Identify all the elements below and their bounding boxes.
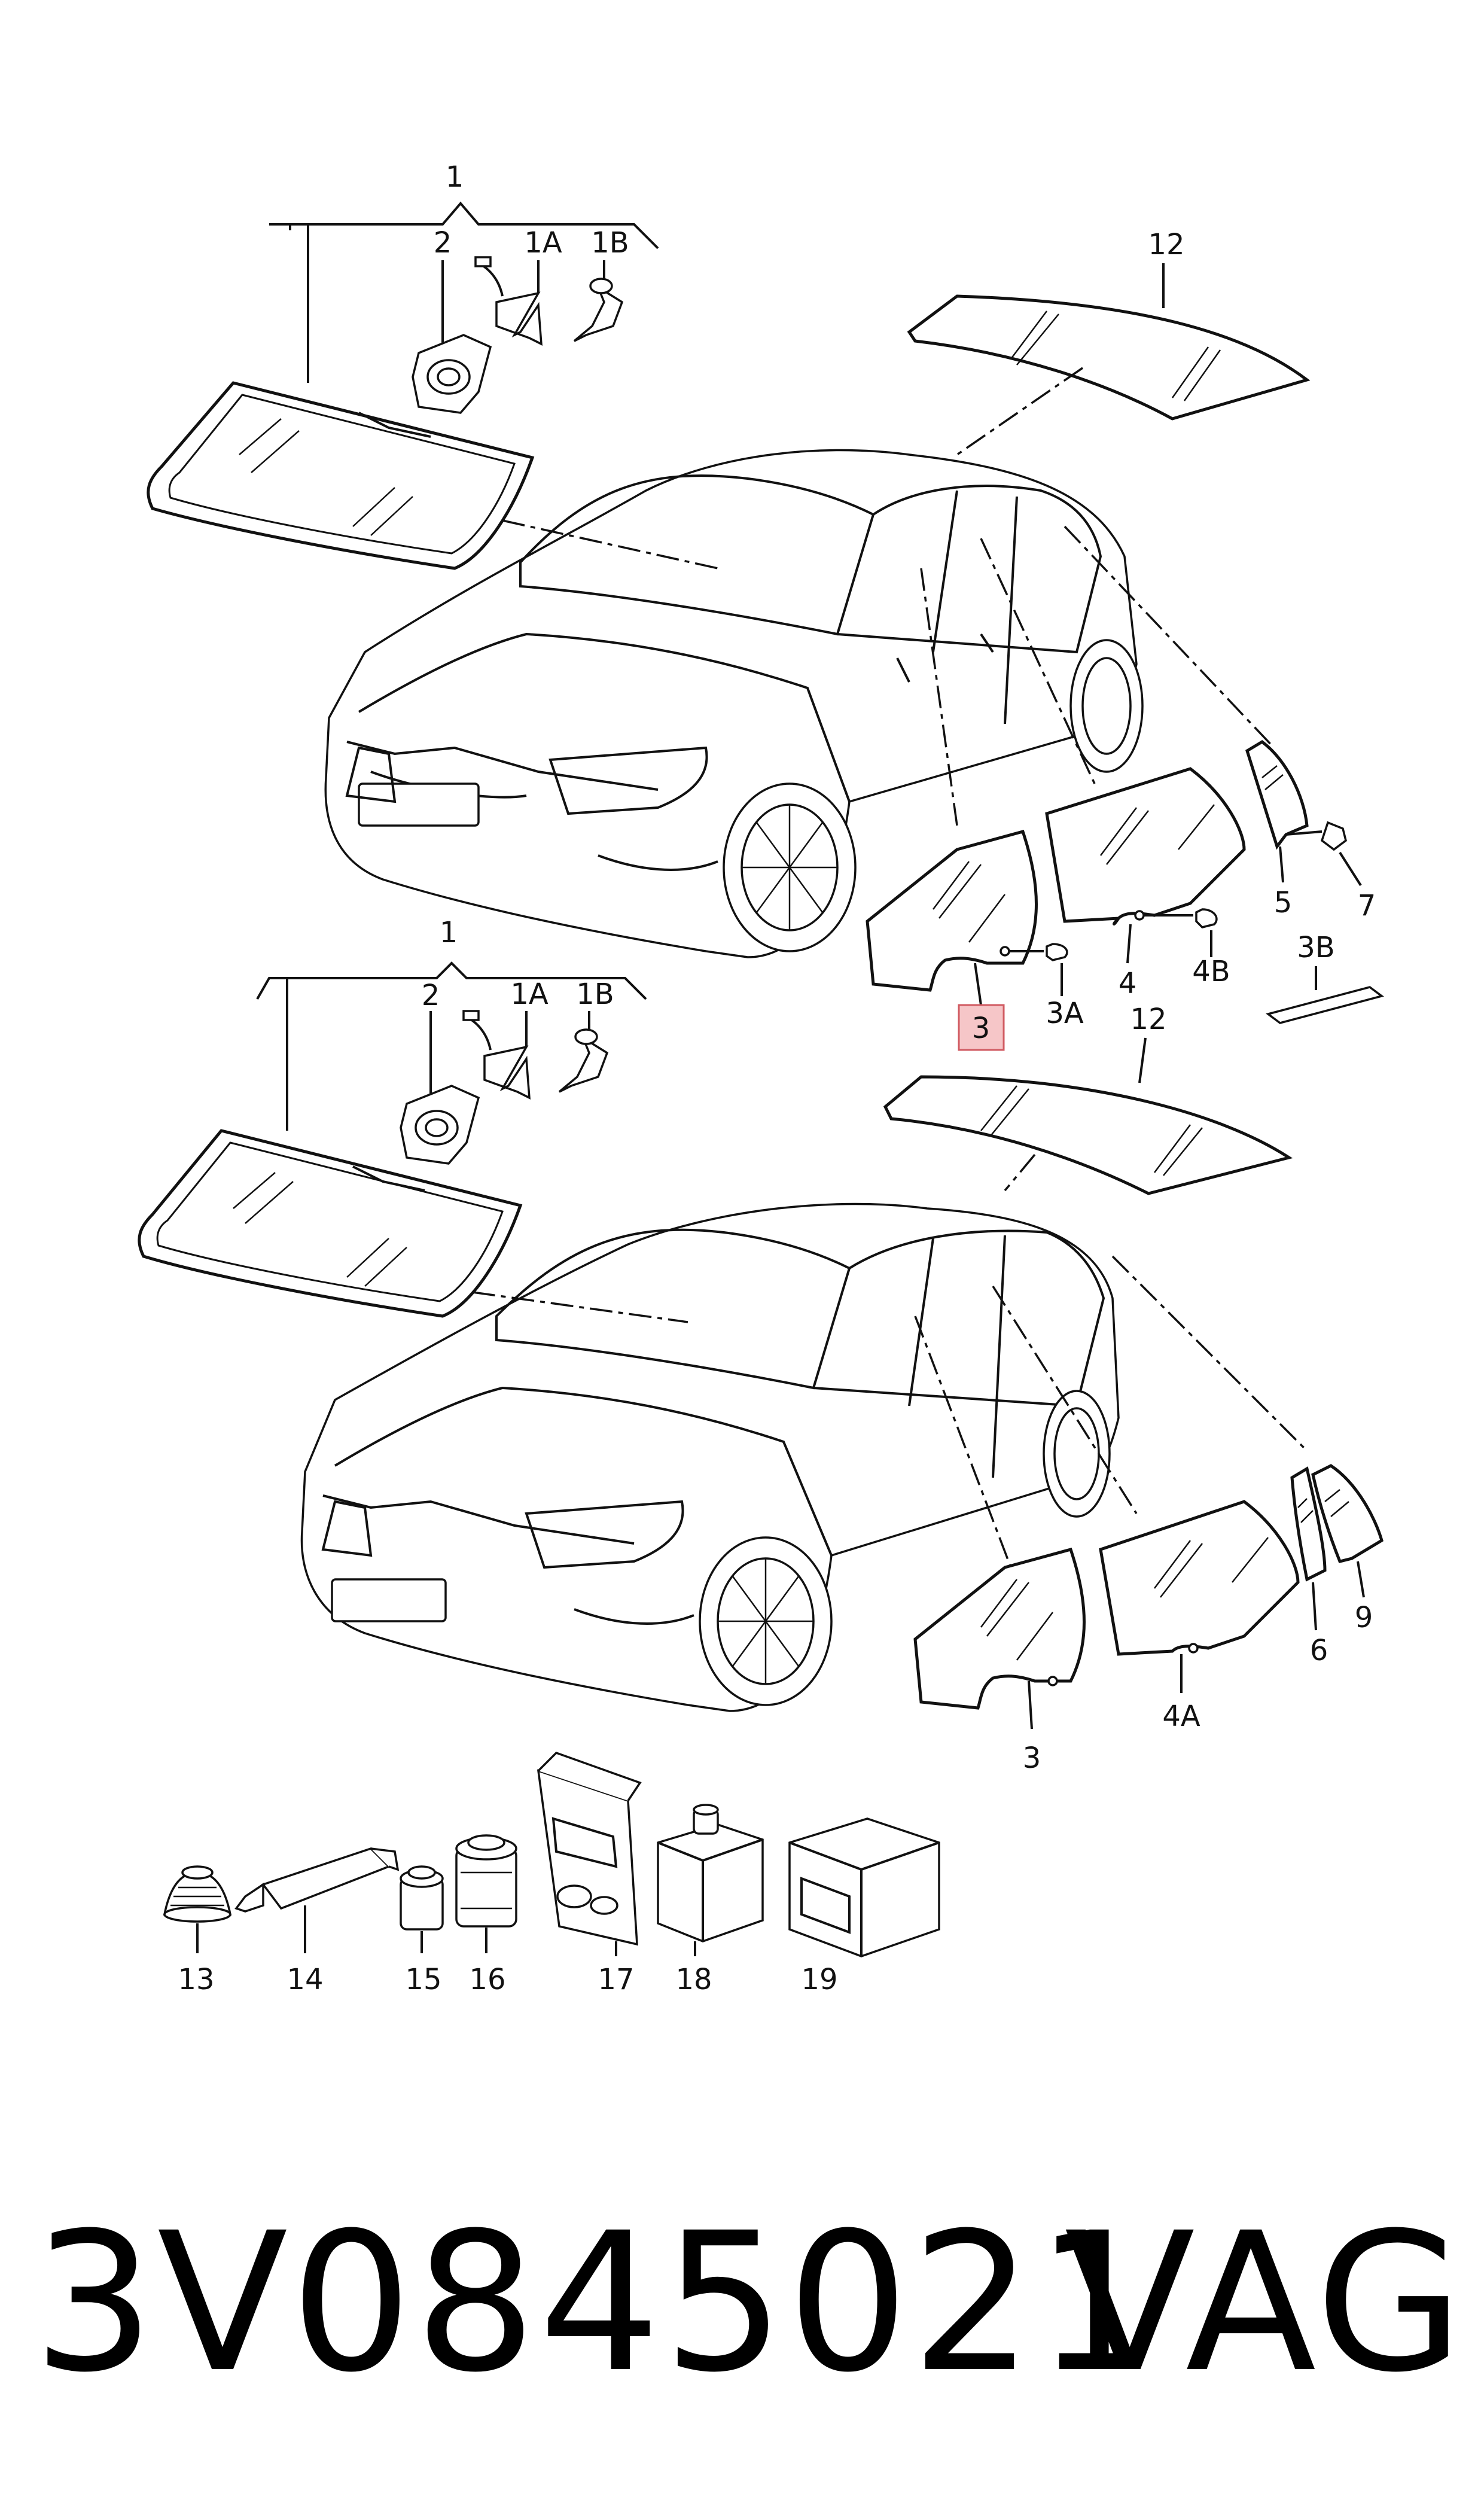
- part-1a-bracket: [495, 291, 543, 346]
- callout-2: 2: [434, 226, 452, 260]
- part-18-bottle: [657, 1823, 764, 1942]
- callout-3b: 3B: [1297, 931, 1334, 964]
- part-number: 3V0845021: [33, 2192, 1160, 2415]
- estate-car: [300, 1202, 1120, 1712]
- clip-4b: [1195, 908, 1218, 928]
- callout-1: 1: [446, 160, 464, 194]
- trim-strip-3b: [1266, 986, 1384, 1024]
- callout-1a: 1A: [524, 226, 562, 260]
- callout-18: 18: [675, 1963, 712, 1996]
- callout-12-estate: 12: [1130, 1003, 1166, 1036]
- part-1b-clip-estate: [558, 1035, 609, 1093]
- callout-5: 5: [1274, 886, 1293, 919]
- callout-6: 6: [1310, 1634, 1328, 1667]
- callout-3-estate: 3: [1023, 1741, 1041, 1775]
- windscreen-estate: [138, 1129, 523, 1318]
- accessories-group: 13 14 15 16 17 18: [163, 1751, 940, 1996]
- callout-9: 9: [1355, 1601, 1373, 1634]
- highlight-box: [958, 1004, 1005, 1051]
- callout-4: 4: [1119, 967, 1137, 1000]
- callout-12: 12: [1148, 228, 1184, 261]
- quarter-glass-9: [1311, 1464, 1384, 1563]
- brand-name: VAG: [1064, 2192, 1466, 2415]
- callout-13: 13: [178, 1963, 214, 1996]
- part-19-box: [788, 1817, 940, 1957]
- callout-17: 17: [598, 1963, 634, 1996]
- callout-1a-estate: 1A: [510, 978, 548, 1011]
- estate-group: 1 2 1A 1B 12: [138, 916, 1384, 1775]
- rear-door-glass: [1045, 767, 1246, 925]
- part-1b-clip: [573, 284, 624, 342]
- callout-19: 19: [801, 1963, 837, 1996]
- callout-bracket-1b: [256, 961, 647, 1000]
- part-14-tube: [261, 1847, 391, 1910]
- windscreen: [147, 381, 535, 570]
- callout-7: 7: [1358, 889, 1376, 922]
- callout-3-highlighted: 3: [972, 1012, 991, 1045]
- callout-2-estate: 2: [422, 979, 440, 1012]
- callout-16: 16: [469, 1963, 505, 1996]
- parts-diagram: 1 2 1A 1B 12: [138, 160, 1384, 1996]
- callout-4b: 4B: [1192, 955, 1230, 988]
- callout-3a: 3A: [1046, 997, 1084, 1030]
- callout-1-estate: 1: [440, 916, 458, 949]
- front-door-glass: [866, 829, 1038, 992]
- clip-3a: [1046, 943, 1068, 961]
- callout-1b: 1B: [591, 226, 629, 260]
- front-door-glass-estate: [913, 1547, 1086, 1710]
- rear-door-glass-estate: [1099, 1500, 1300, 1656]
- sedan-group: 1 2 1A 1B 12: [147, 160, 1384, 1051]
- sedan-car: [324, 449, 1144, 958]
- callout-1b-estate: 1B: [576, 978, 614, 1011]
- callout-bracket-1: [269, 201, 659, 249]
- clip-7: [1320, 821, 1347, 851]
- part-1a-bracket-estate: [483, 1045, 531, 1100]
- quarter-glass-6: [1290, 1466, 1327, 1582]
- callout-15: 15: [405, 1963, 441, 1996]
- callout-4a: 4A: [1162, 1700, 1200, 1733]
- rear-window: [907, 294, 1311, 421]
- callout-14: 14: [287, 1963, 323, 1996]
- quarter-glass-upper: [1245, 739, 1309, 850]
- rear-window-estate: [883, 1075, 1293, 1195]
